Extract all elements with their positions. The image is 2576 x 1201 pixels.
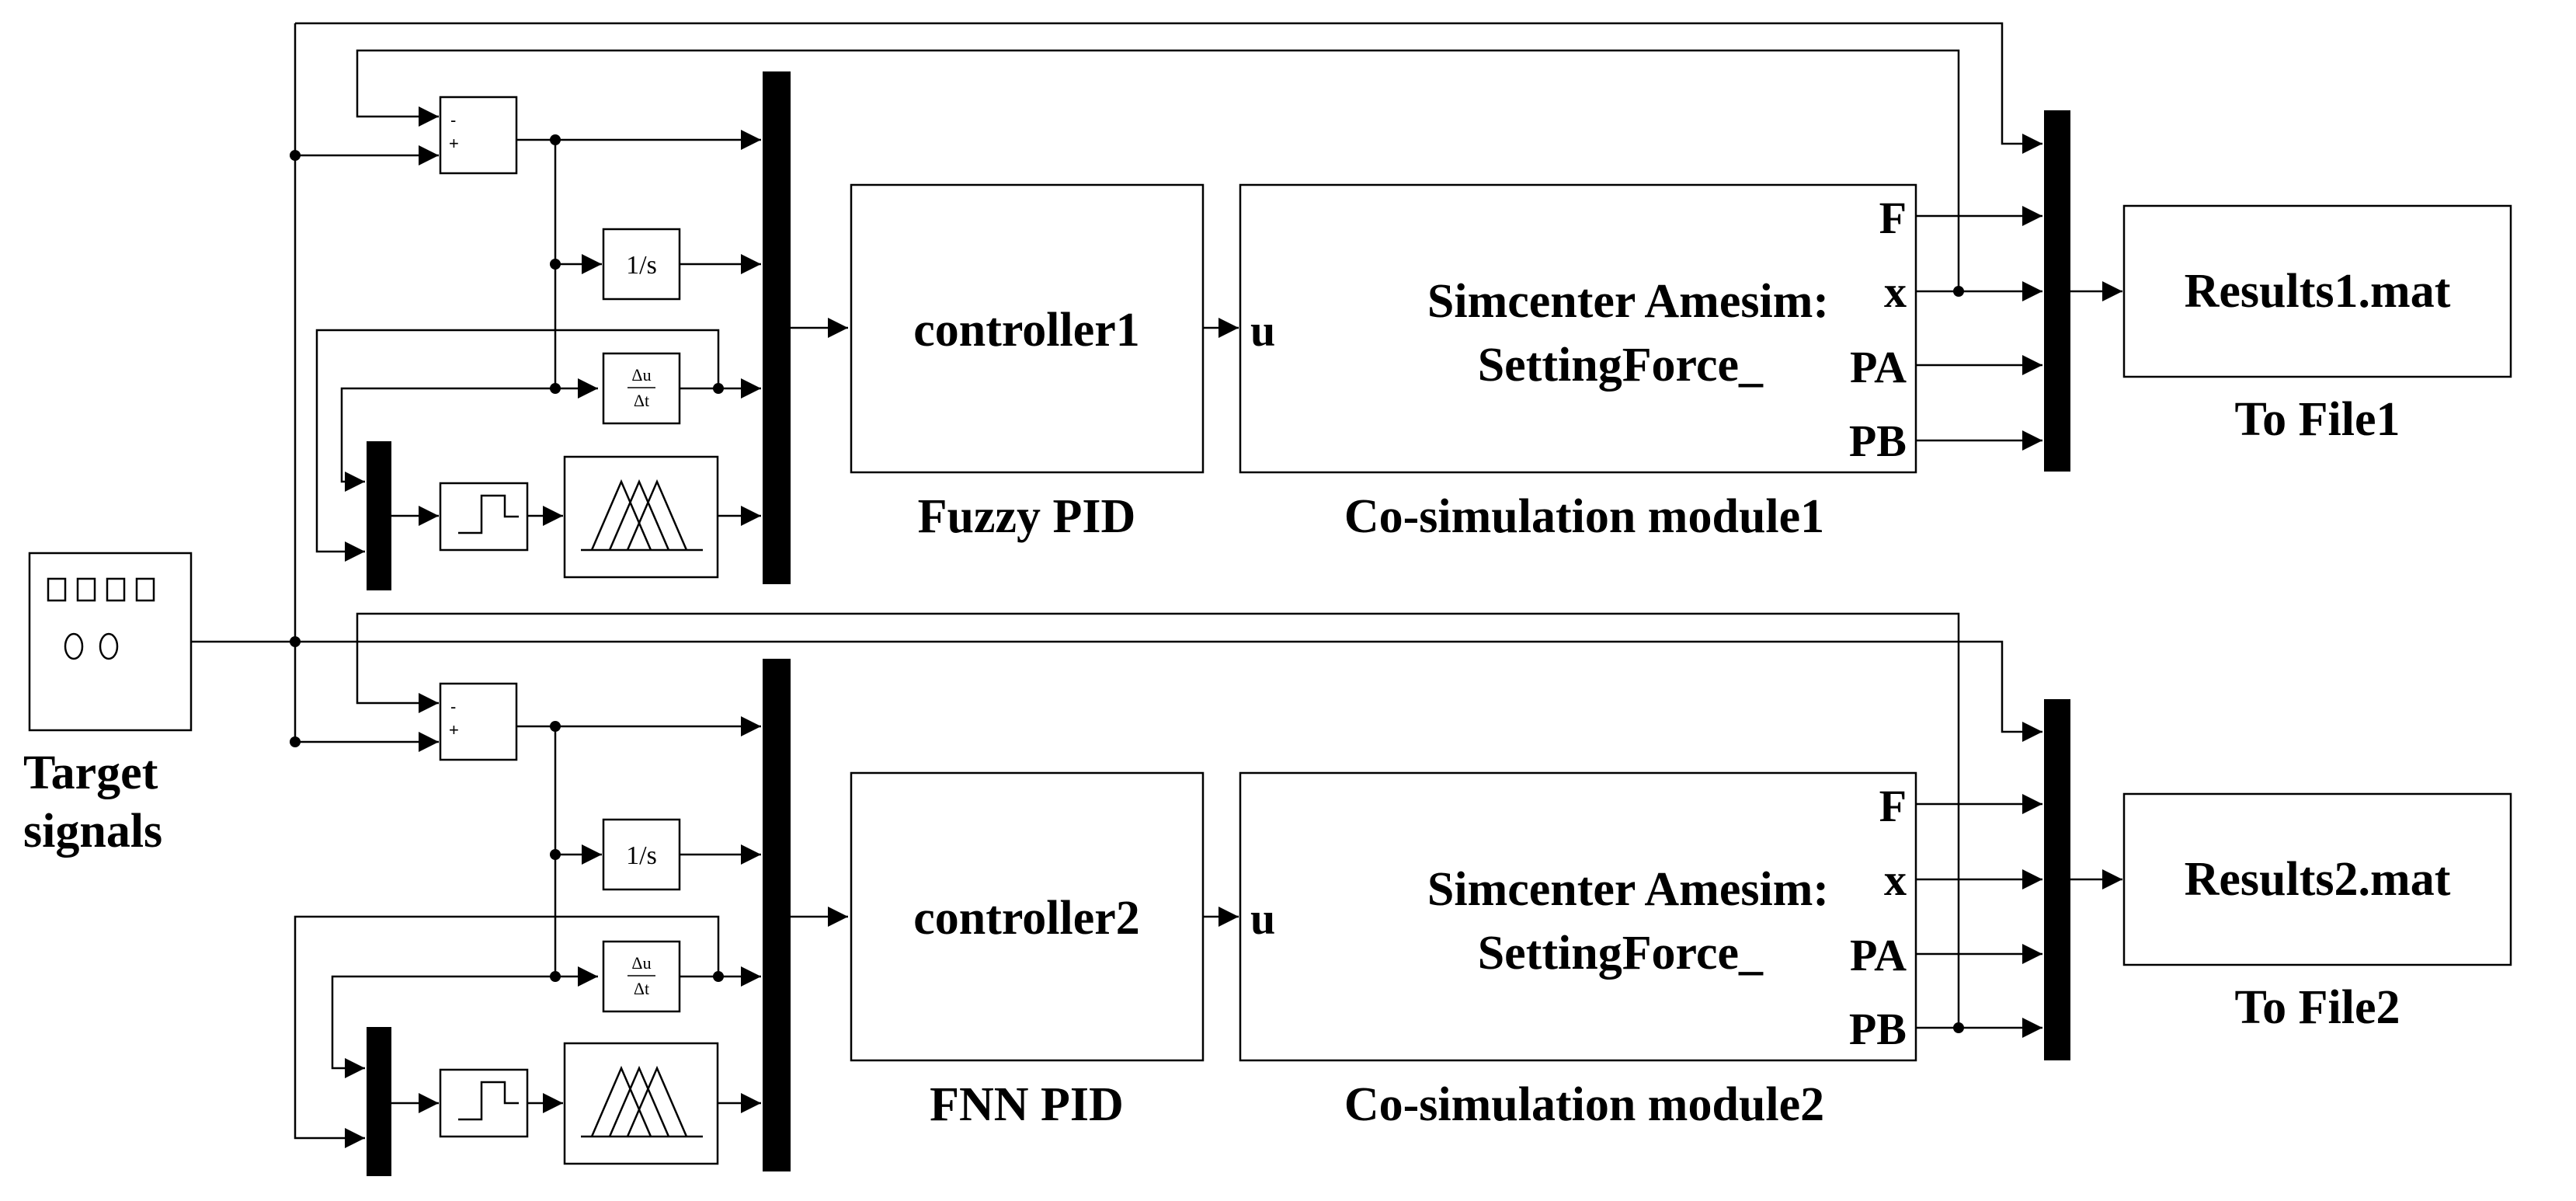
cosim-port-F: F	[1879, 193, 1907, 243]
sum-minus-sign: -	[450, 697, 456, 716]
integrator-label: 1/s	[626, 251, 657, 280]
mux-large-2[interactable]	[763, 659, 791, 1171]
cosim-port-x: x	[1884, 266, 1907, 317]
integrator-block-2[interactable]: 1/s	[602, 818, 681, 891]
tofile-name: Results1.mat	[2185, 265, 2451, 318]
controller-block-2[interactable]: controller2	[850, 771, 1205, 1062]
cosim-caption: Co-simulation module2	[1344, 1078, 1824, 1131]
cosim-port-PB: PB	[1849, 416, 1907, 466]
cosim-caption: Co-simulation module1	[1344, 490, 1824, 543]
sum-plus-sign: +	[449, 720, 459, 740]
saturation-block-1[interactable]	[439, 482, 529, 552]
cosim-block-1[interactable]: u Simcenter Amesim: SettingForce_ F x PA…	[1239, 183, 1917, 474]
feedback-line-1	[356, 49, 1960, 291]
derivative-den: Δt	[634, 391, 649, 410]
cosim-input-port: u	[1250, 305, 1275, 356]
mux-large-1[interactable]	[763, 71, 791, 584]
channel-2: - + 1/s Δu Δt	[294, 612, 2512, 1176]
mux-2[interactable]	[367, 1027, 391, 1176]
cosim-port-PB: PB	[1849, 1004, 1907, 1054]
integrator-block-1[interactable]: 1/s	[602, 228, 681, 301]
fuzzy-membership-block-2[interactable]	[563, 1042, 719, 1165]
feedback-line-2	[356, 612, 1960, 1028]
source-label-line1: Target	[23, 747, 158, 799]
cosim-block-2[interactable]: u Simcenter Amesim: SettingForce_ F x PA…	[1239, 771, 1917, 1062]
channel-1: - + 1/s Δu Δt	[315, 49, 2512, 590]
cosim-port-PA: PA	[1850, 930, 1907, 980]
tofile-name: Results2.mat	[2185, 853, 2451, 906]
source-label-line2: signals	[23, 805, 162, 858]
cosim-port-x: x	[1884, 855, 1907, 905]
sum-block-1[interactable]: - +	[439, 96, 518, 175]
cosim-input-port: u	[1250, 893, 1275, 944]
derivative-num: Δu	[631, 953, 651, 973]
output-mux-1[interactable]	[2044, 110, 2070, 472]
fuzzy-membership-block-1[interactable]	[563, 455, 719, 579]
sum-block-2[interactable]: - +	[439, 682, 518, 761]
cosim-title-line2: SettingForce_	[1478, 339, 1764, 392]
cosim-title-line1: Simcenter Amesim:	[1427, 863, 1829, 916]
controller-caption: FNN PID	[930, 1078, 1124, 1131]
derivative-num: Δu	[631, 365, 651, 385]
mux-1[interactable]	[367, 441, 391, 590]
tofile-block-1[interactable]: Results1.mat	[2122, 204, 2512, 378]
controller-name: controller1	[913, 304, 1140, 357]
cosim-port-PA: PA	[1850, 342, 1907, 392]
tofile-caption: To File1	[2234, 393, 2400, 446]
cosim-port-F: F	[1879, 781, 1907, 831]
derivative-den: Δt	[634, 979, 649, 998]
controller-name: controller2	[913, 892, 1140, 945]
output-mux-2[interactable]	[2044, 699, 2070, 1060]
controller-caption: Fuzzy PID	[918, 490, 1136, 543]
cosim-title-line1: Simcenter Amesim:	[1427, 275, 1829, 328]
source-signal-lines	[191, 22, 2042, 752]
tofile-block-2[interactable]: Results2.mat	[2122, 792, 2512, 966]
derivative-block-2[interactable]: Δu Δt	[602, 940, 681, 1013]
saturation-block-2[interactable]	[439, 1068, 529, 1138]
controller-block-1[interactable]: controller1	[850, 183, 1205, 474]
derivative-block-1[interactable]: Δu Δt	[602, 352, 681, 425]
cosim-title-line2: SettingForce_	[1478, 927, 1764, 980]
signal-builder-block[interactable]	[28, 552, 193, 732]
sum-plus-sign: +	[449, 134, 459, 153]
tofile-caption: To File2	[2234, 981, 2400, 1034]
integrator-label: 1/s	[626, 841, 657, 870]
sum-minus-sign: -	[450, 110, 456, 130]
